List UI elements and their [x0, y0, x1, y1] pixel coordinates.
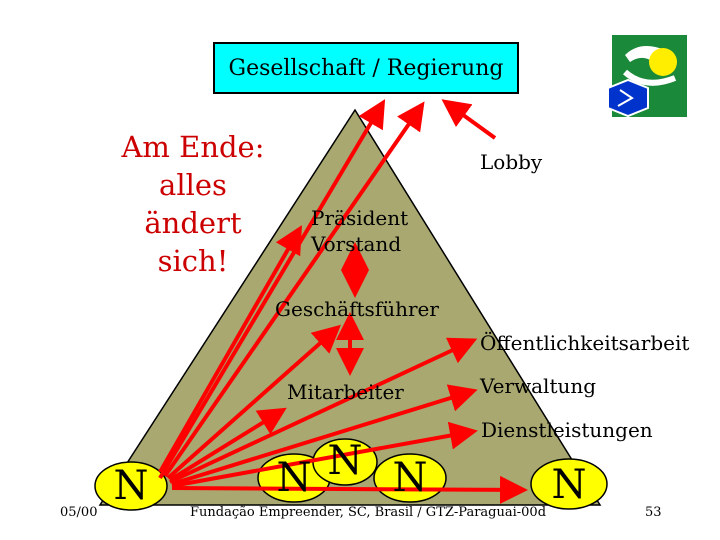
label-dienstleistungen: Dienstleistungen: [481, 418, 653, 442]
title: Gesellschaft / Regierung: [228, 55, 504, 81]
arrow-n-row: [171, 475, 528, 504]
arrow-n1-mitarbeiter: [168, 407, 287, 482]
label-mitarbeiter: Mitarbeiter: [287, 380, 404, 404]
n-label-2: N: [276, 455, 312, 501]
headline-line-3: ändert: [144, 206, 242, 240]
headline-line-4: sich!: [157, 244, 229, 278]
label-vorstand: Vorstand: [311, 232, 402, 256]
n-circle-1: [94, 461, 168, 511]
arrow-lobby: [441, 99, 497, 140]
label-lobby: Lobby: [480, 150, 543, 174]
headline-line-2: alles: [159, 168, 227, 202]
n-label-5: N: [551, 462, 587, 508]
label-oeffentlichkeitsarbeit: Öffentlichkeitsarbeit: [480, 331, 690, 355]
arrow-n1-geschaeftsfuehrer: [166, 324, 341, 480]
arrow-n1-oeffentlichkeit: [169, 337, 478, 484]
label-praesident: Präsident: [311, 206, 409, 230]
arrow-n1-regierung: [163, 101, 425, 478]
n-label-1: N: [113, 463, 149, 509]
n-label-3: N: [327, 438, 363, 484]
title-box: Gesellschaft / Regierung: [213, 42, 519, 94]
arrow-n1-dienstleistungen: [171, 421, 478, 488]
footer-page: 53: [645, 505, 662, 520]
arrows: [158, 99, 528, 504]
arrow-n1-praesident: [158, 225, 302, 473]
arrow-n1-gesellschaft: [158, 99, 386, 480]
footer-source: Fundação Empreender, SC, Brasil / GTZ-Pa…: [190, 505, 547, 520]
headline: Am Ende: alles ändert sich!: [108, 128, 278, 280]
logo-icon: [607, 35, 687, 118]
label-verwaltung: Verwaltung: [480, 374, 597, 398]
headline-line-1: Am Ende:: [121, 130, 265, 164]
n-label-4: N: [392, 455, 428, 501]
footer-date: 05/00: [60, 505, 98, 520]
arrow-n1-verwaltung: [171, 384, 478, 486]
n-circle-5: [530, 458, 608, 510]
label-geschaeftsfuehrer: Geschäftsführer: [275, 297, 439, 321]
